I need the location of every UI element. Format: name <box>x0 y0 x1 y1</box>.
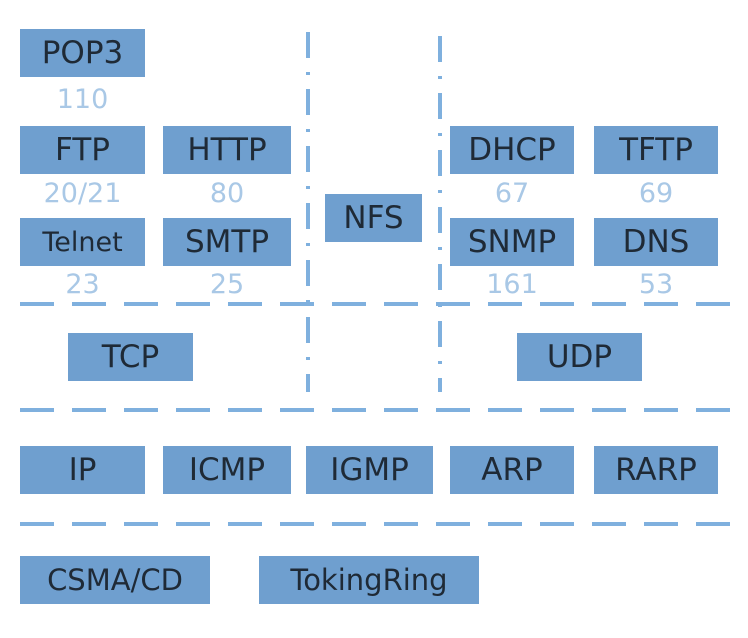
protocol-tcp: TCP <box>68 333 193 381</box>
protocol-ftp: FTP <box>20 126 145 174</box>
protocol-tokingring: TokingRing <box>259 556 479 604</box>
protocol-rarp: RARP <box>594 446 718 494</box>
protocol-tftp: TFTP <box>594 126 718 174</box>
port-snmp: 161 <box>486 269 538 300</box>
port-pop3: 110 <box>56 84 109 115</box>
protocol-dhcp: DHCP <box>450 126 574 174</box>
port-dhcp: 67 <box>494 178 530 209</box>
port-telnet: 23 <box>65 269 100 300</box>
protocol-icmp: ICMP <box>163 446 291 494</box>
protocol-igmp: IGMP <box>306 446 433 494</box>
port-dns: 53 <box>638 269 674 300</box>
protocol-telnet: Telnet <box>20 218 145 266</box>
protocol-snmp: SNMP <box>450 218 574 266</box>
protocol-udp: UDP <box>517 333 642 381</box>
port-smtp: 25 <box>209 269 245 300</box>
protocol-nfs: NFS <box>325 194 422 242</box>
protocol-dns: DNS <box>594 218 718 266</box>
protocol-smtp: SMTP <box>163 218 291 266</box>
protocol-arp: ARP <box>450 446 574 494</box>
protocol-ip: IP <box>20 446 145 494</box>
port-tftp: 69 <box>638 178 674 209</box>
port-ftp: 20/21 <box>43 178 122 209</box>
port-http: 80 <box>209 178 245 209</box>
protocol-pop3: POP3 <box>20 29 145 77</box>
protocol-http: HTTP <box>163 126 291 174</box>
protocol-csma-cd: CSMA/CD <box>20 556 210 604</box>
